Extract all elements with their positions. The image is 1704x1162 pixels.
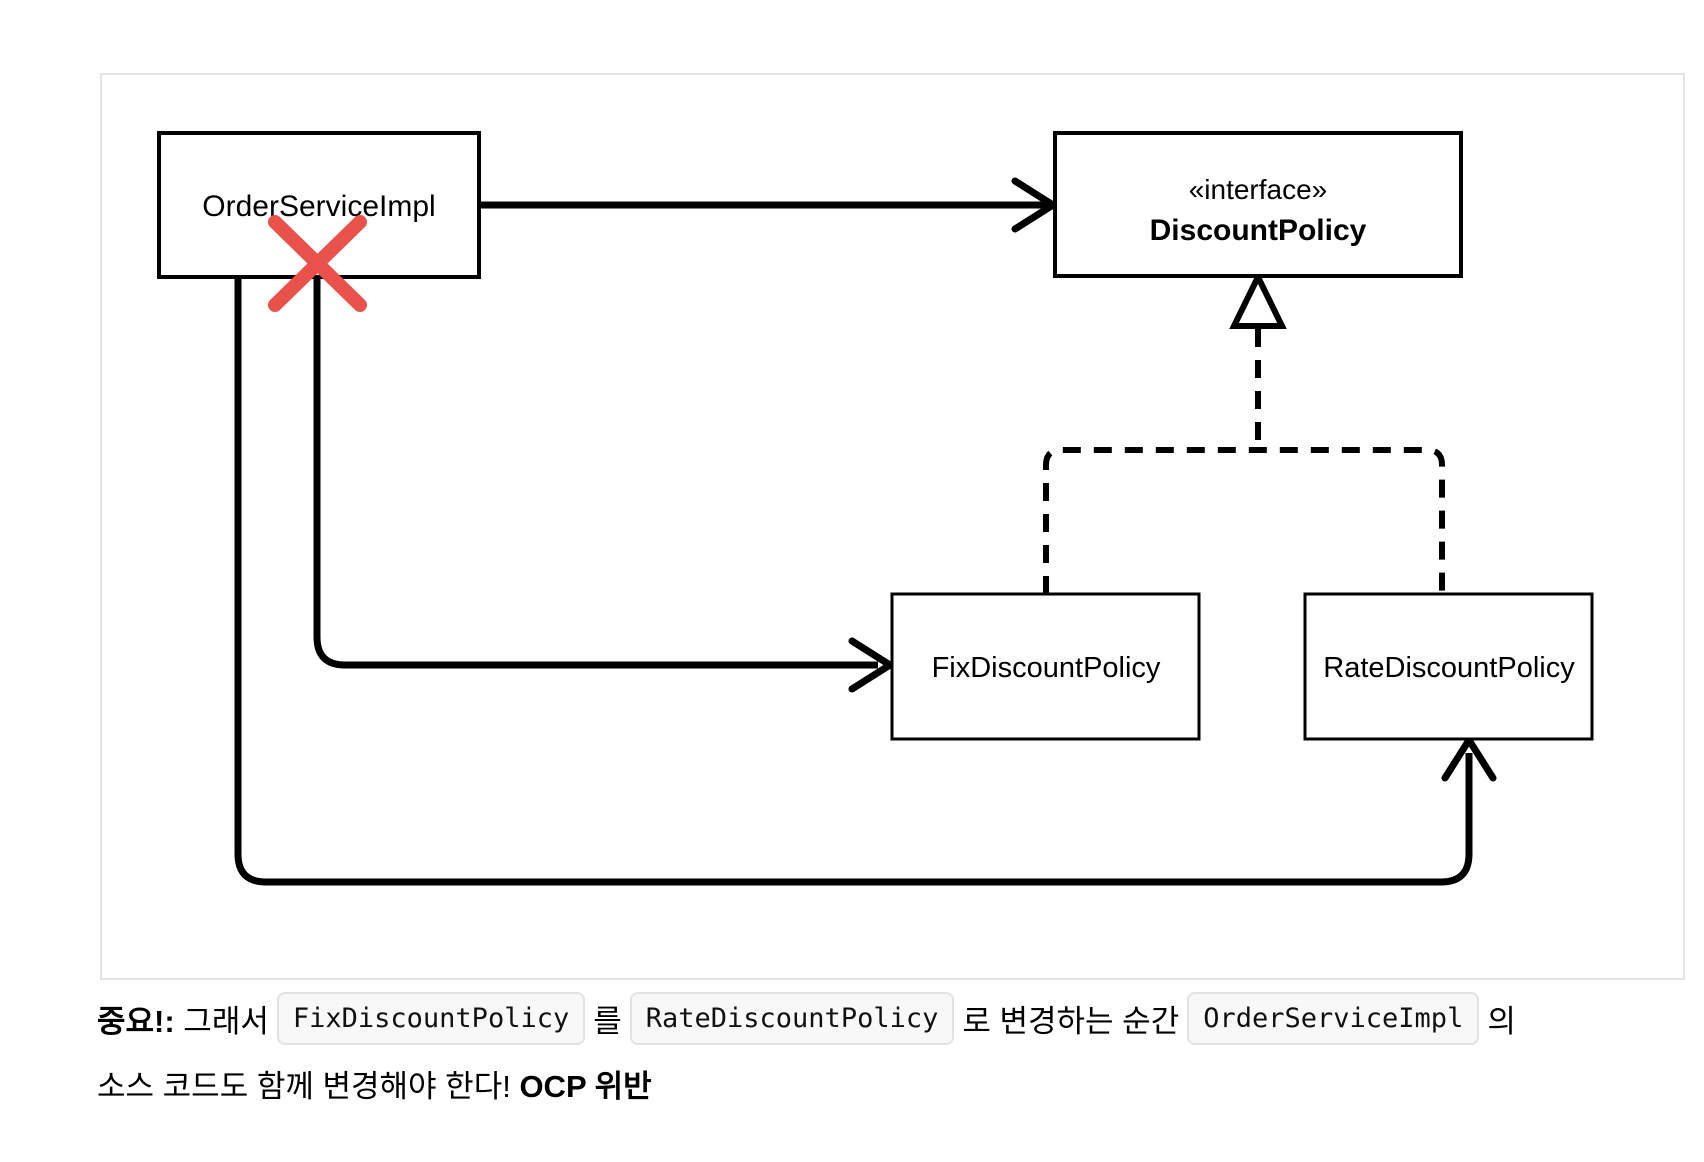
arrow-order-to-rate bbox=[234, 277, 1473, 886]
caption-text-4: 의 bbox=[1487, 1004, 1516, 1039]
uml-diagram-canvas: OrderServiceImpl «interface» DiscountPol… bbox=[157, 131, 1594, 886]
fix-discount-policy-label: FixDiscountPolicy bbox=[932, 652, 1161, 684]
fix-discount-policy-node bbox=[890, 592, 1201, 741]
arrow-order-to-fix bbox=[313, 277, 878, 669]
code-chip-order-service-impl: OrderServiceImpl bbox=[1187, 992, 1480, 1045]
code-chip-fix-discount-policy: FixDiscountPolicy bbox=[276, 992, 586, 1045]
caption-bold-prefix: 중요!: bbox=[97, 1004, 175, 1039]
caption-text-1: 그래서 bbox=[174, 1004, 269, 1039]
caption-text-3: 로 변경하는 순간 bbox=[962, 1004, 1180, 1039]
dashed-branch bbox=[1043, 447, 1445, 594]
arrowhead-right-icon bbox=[848, 637, 897, 693]
discount-policy-interface-node bbox=[1053, 131, 1463, 278]
discount-policy-label: DiscountPolicy bbox=[1150, 214, 1367, 247]
caption-text-5: 소스 코드도 함께 변경해야 한다! bbox=[97, 1069, 520, 1104]
caption-text-2: 를 bbox=[593, 1004, 622, 1039]
uml-diagram-frame: OrderServiceImpl «interface» DiscountPol… bbox=[100, 73, 1685, 980]
interface-stereotype-label: «interface» bbox=[1189, 174, 1328, 205]
rate-discount-policy-label: RateDiscountPolicy bbox=[1323, 652, 1575, 684]
dependency-arrows bbox=[234, 177, 1497, 886]
realization-dashed-connectors bbox=[1043, 329, 1445, 594]
code-chip-rate-discount-policy: RateDiscountPolicy bbox=[629, 992, 955, 1045]
caption-bold-suffix: OCP 위반 bbox=[519, 1069, 652, 1104]
red-cross-icon bbox=[268, 215, 367, 312]
order-service-impl-label: OrderServiceImpl bbox=[202, 190, 435, 223]
hollow-triangle-arrowhead-icon bbox=[1229, 270, 1287, 329]
caption-line-2: 소스 코드도 함께 변경해야 한다! OCP 위반 bbox=[97, 1061, 1657, 1106]
rate-discount-policy-node bbox=[1303, 592, 1594, 741]
